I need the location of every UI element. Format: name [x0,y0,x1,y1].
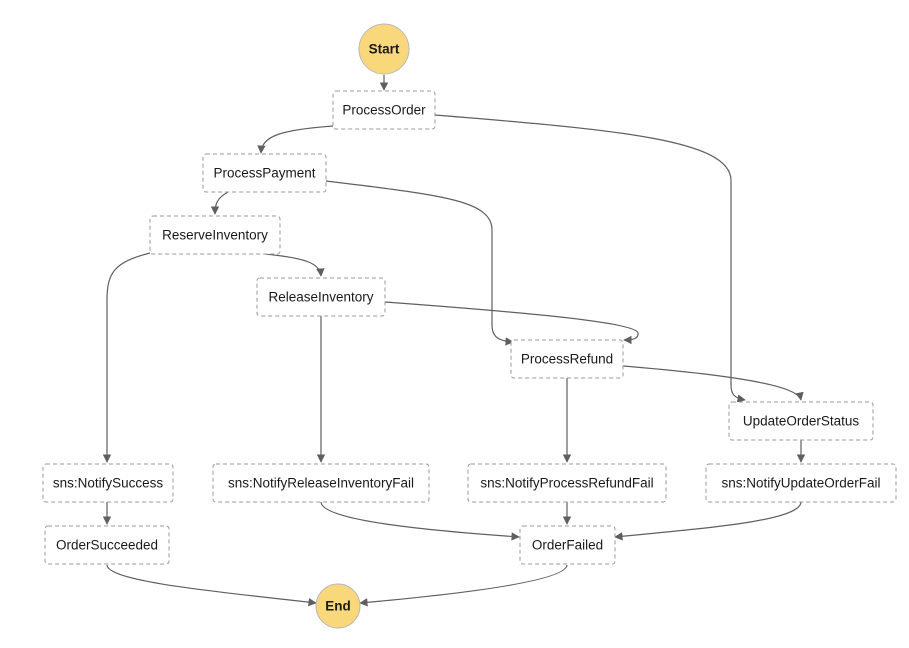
notify-release-inventory-fail-label: sns:NotifyReleaseInventoryFail [228,476,414,491]
process-refund-node[interactable]: ProcessRefund [510,339,624,379]
edge-notify-release-inventory-fail-to-order-failed [320,501,520,541]
edge-notify-update-order-fail-to-order-failed [614,501,802,541]
notify-update-order-fail-label: sns:NotifyUpdateOrderFail [721,476,880,491]
process-refund-label: ProcessRefund [521,352,613,367]
order-failed-node[interactable]: OrderFailed [519,525,616,565]
process-payment-node[interactable]: ProcessPayment [202,153,327,193]
edge-release-inventory-to-process-refund [384,301,639,345]
edge-order-succeeded-to-end [106,564,317,607]
end-node[interactable]: End [315,583,361,629]
reserve-inventory-label: ReserveInventory [162,228,268,243]
notify-success-node[interactable]: sns:NotifySuccess [42,463,174,503]
release-inventory-node[interactable]: ReleaseInventory [256,277,386,317]
order-failed-label: OrderFailed [532,538,603,553]
notify-process-refund-fail-node[interactable]: sns:NotifyProcessRefundFail [467,463,667,503]
edge-reserve-inventory-to-notify-success [102,252,151,463]
release-inventory-label: ReleaseInventory [268,290,373,305]
update-order-status-node[interactable]: UpdateOrderStatus [728,401,874,441]
notify-process-refund-fail-label: sns:NotifyProcessRefundFail [480,476,653,491]
notify-update-order-fail-node[interactable]: sns:NotifyUpdateOrderFail [705,463,897,503]
edges [102,75,806,607]
order-succeeded-label: OrderSucceeded [56,538,158,553]
end-node-label: End [325,599,351,614]
update-order-status-label: UpdateOrderStatus [743,414,860,429]
process-order-node[interactable]: ProcessOrder [332,90,436,130]
start-node-label: Start [369,42,400,57]
reserve-inventory-node[interactable]: ReserveInventory [149,215,281,255]
edge-reserve-inventory-to-release-inventory [264,253,325,277]
start-node[interactable]: Start [358,23,410,75]
notify-success-label: sns:NotifySuccess [53,476,164,491]
order-succeeded-node[interactable]: OrderSucceeded [44,525,170,565]
edge-process-refund-to-update-order-status [622,365,804,401]
edge-process-order-to-process-payment [257,125,334,154]
edge-process-order-to-update-order-status [434,114,746,403]
edge-process-payment-to-reserve-inventory [210,191,229,215]
process-payment-label: ProcessPayment [213,166,315,181]
edge-order-failed-to-end [359,564,568,607]
notify-release-inventory-fail-node[interactable]: sns:NotifyReleaseInventoryFail [212,463,430,503]
process-order-label: ProcessOrder [342,103,426,118]
edge-process-payment-to-process-refund [325,180,514,346]
